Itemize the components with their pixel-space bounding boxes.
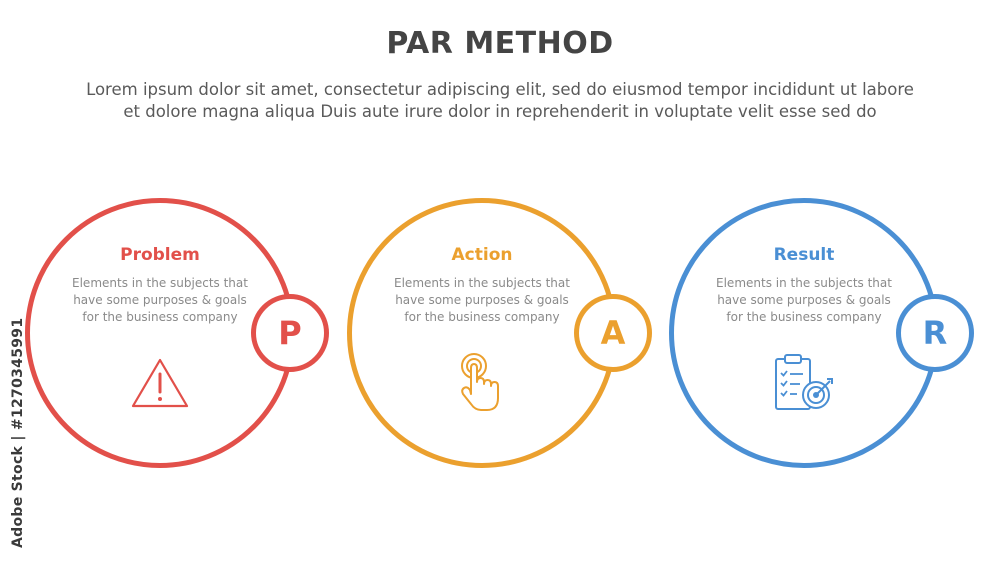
page-title: PAR METHOD: [386, 26, 614, 61]
action-title: Action: [451, 245, 513, 265]
result-title: Result: [773, 245, 835, 265]
problem-desc-line-1: Elements in the subjects that: [72, 276, 248, 290]
warning-triangle-icon: [125, 353, 195, 413]
result-desc-line-3: for the business company: [726, 310, 882, 324]
result-circle: Result Elements in the subjects that hav…: [669, 198, 939, 468]
problem-desc-line-3: for the business company: [82, 310, 238, 324]
hand-tap-icon: [447, 353, 517, 413]
action-letter-badge: A: [574, 294, 652, 372]
problem-letter-badge: P: [251, 294, 329, 372]
subtitle-line-2: et dolore magna aliqua Duis aute irure d…: [123, 102, 877, 121]
result-letter-badge: R: [896, 294, 974, 372]
problem-desc-line-2: have some purposes & goals: [73, 293, 247, 307]
subtitle-line-1: Lorem ipsum dolor sit amet, consectetur …: [86, 80, 914, 99]
problem-circle: Problem Elements in the subjects that ha…: [25, 198, 295, 468]
problem-title: Problem: [120, 245, 200, 265]
result-description: Elements in the subjects that have some …: [714, 275, 894, 326]
stock-watermark: Adobe Stock | #1270345991: [10, 317, 26, 548]
action-desc-line-2: have some purposes & goals: [395, 293, 569, 307]
action-description: Elements in the subjects that have some …: [392, 275, 572, 326]
problem-description: Elements in the subjects that have some …: [70, 275, 250, 326]
result-desc-line-1: Elements in the subjects that: [716, 276, 892, 290]
clipboard-target-icon: [769, 353, 839, 413]
subtitle: Lorem ipsum dolor sit amet, consectetur …: [30, 79, 970, 123]
action-desc-line-1: Elements in the subjects that: [394, 276, 570, 290]
result-desc-line-2: have some purposes & goals: [717, 293, 891, 307]
action-desc-line-3: for the business company: [404, 310, 560, 324]
